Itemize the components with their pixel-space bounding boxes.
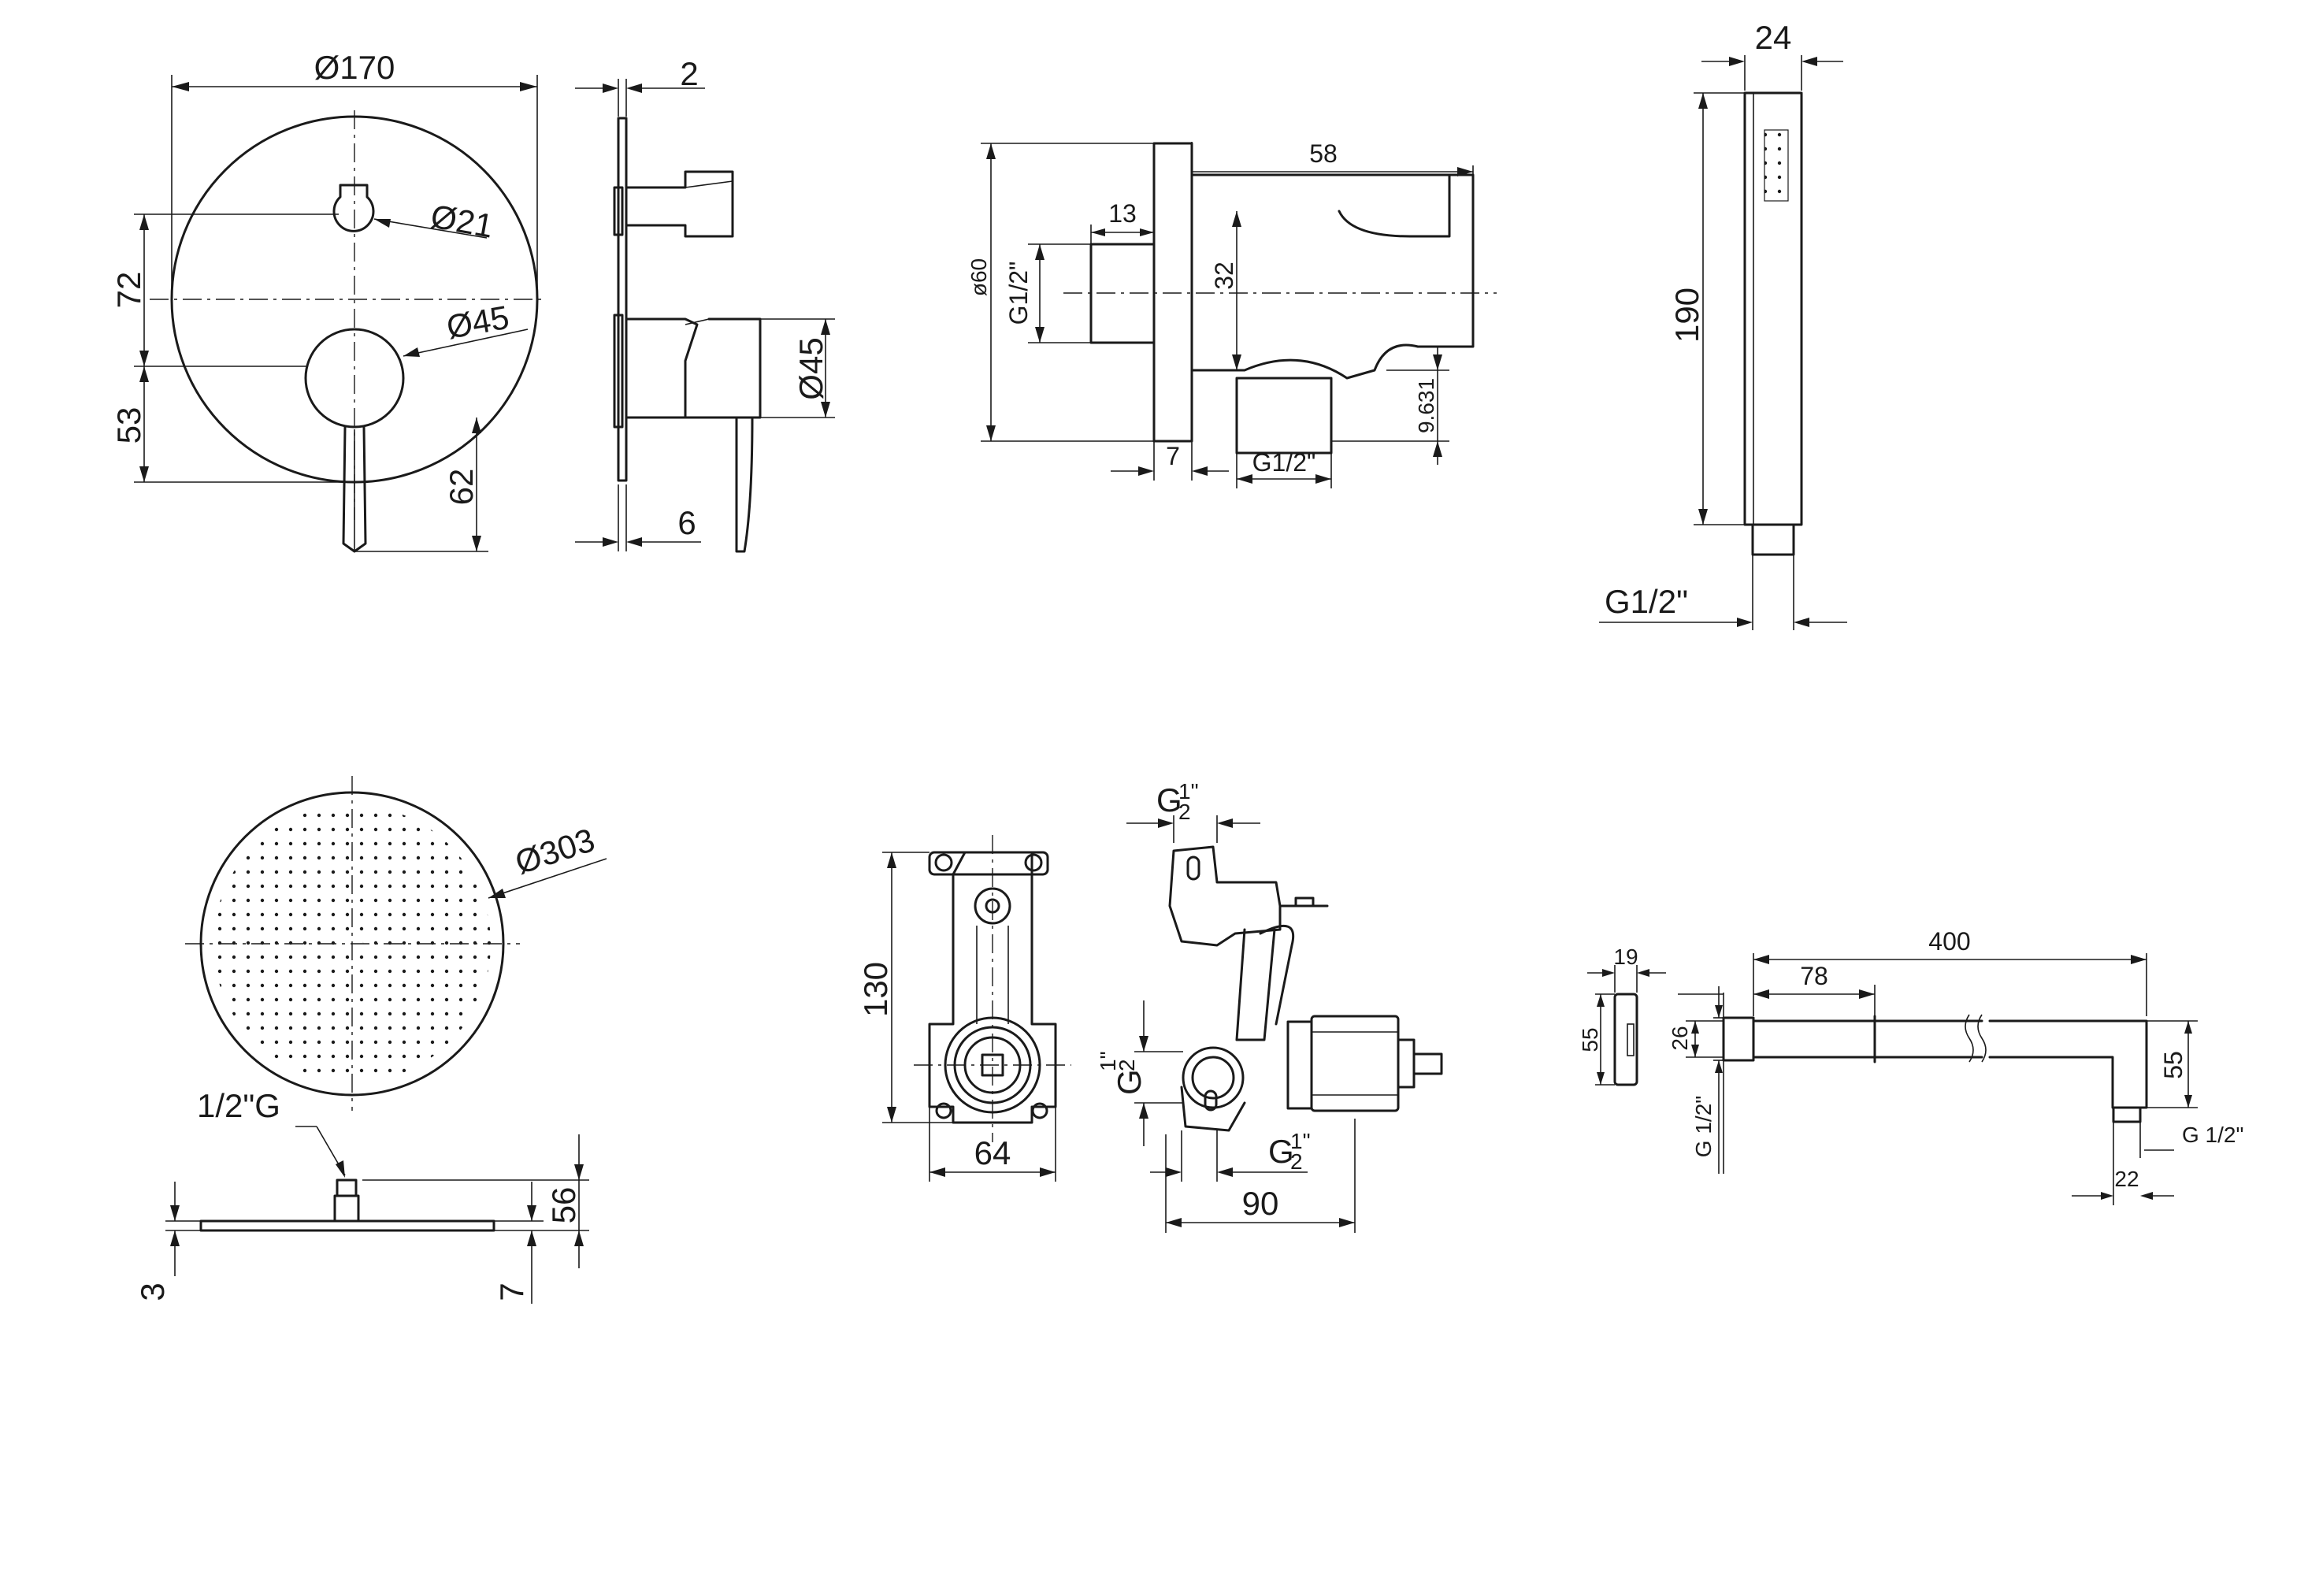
- dim-19: 19: [1613, 945, 1638, 969]
- dim-53: 53: [110, 407, 147, 444]
- diverter-keyhole: [332, 184, 375, 232]
- side-faceplate: [617, 117, 628, 482]
- holder-outlet-thread: [1235, 377, 1333, 455]
- dim-400: 400: [1928, 927, 1970, 956]
- svg-text:2: 2: [1115, 1059, 1139, 1071]
- dim-7-head: 7: [493, 1282, 530, 1301]
- hand-shower-spray-face: [1764, 129, 1789, 202]
- dim-dia-21: Ø21: [428, 198, 495, 245]
- arm-outlet: [2112, 1106, 2142, 1123]
- dim-dia-45-front: Ø45: [443, 299, 511, 346]
- side-knob: [625, 317, 699, 419]
- mixer-front-view: Ø170 72 53 Ø21 Ø45 62: [110, 49, 544, 553]
- dim-55-right: 55: [2159, 1051, 2187, 1079]
- dim-78: 78: [1800, 962, 1828, 990]
- dim-190: 190: [1668, 288, 1705, 343]
- holder-cradle-top: [1338, 173, 1451, 238]
- dim-9631: 9.631: [1414, 378, 1438, 433]
- shower-head-view: Ø303 1/2"G 56 3 7: [134, 776, 607, 1304]
- dim-dia-45-side: Ø45: [792, 337, 829, 399]
- body-g-bottom: G: [1268, 1133, 1294, 1170]
- side-cartridge: [1310, 1015, 1400, 1112]
- arm-inlet: [1722, 1016, 1755, 1062]
- side-top-outlet: [1168, 845, 1282, 947]
- head-thread-label: 1/2"G: [197, 1087, 280, 1124]
- svg-text:1": 1": [1096, 1051, 1120, 1071]
- side-lever: [735, 416, 754, 553]
- svg-text:1": 1": [1178, 779, 1199, 804]
- shower-head-plate: [199, 1219, 495, 1232]
- dim-22: 22: [2114, 1167, 2139, 1191]
- dim-62: 62: [443, 469, 480, 506]
- hand-shower-thread: G1/2": [1605, 583, 1688, 620]
- svg-text:1": 1": [1290, 1129, 1311, 1153]
- arm-elbow: [1988, 1019, 2148, 1109]
- dim-64: 64: [974, 1134, 1011, 1171]
- svg-text:2: 2: [1178, 800, 1191, 824]
- side-riser: [1235, 928, 1276, 1041]
- holder-body: [1190, 173, 1475, 380]
- arm-wall-flange: [1613, 993, 1638, 1086]
- dim-6: 6: [677, 504, 696, 541]
- dim-3: 3: [134, 1282, 171, 1301]
- dim-dia-60: ø60: [967, 258, 991, 296]
- holder-thread-top: G1/2": [1004, 262, 1033, 325]
- shower-head-neck: [333, 1194, 360, 1223]
- dim-13: 13: [1108, 199, 1137, 228]
- dim-55-left: 55: [1578, 1027, 1602, 1052]
- shower-head-thread: [336, 1178, 358, 1197]
- dim-24: 24: [1755, 19, 1792, 56]
- holder-thread-bottom: G1/2": [1252, 448, 1316, 477]
- dim-dia-303: Ø303: [510, 821, 599, 881]
- dim-dia-170: Ø170: [314, 49, 395, 86]
- side-diverter: [625, 170, 734, 238]
- arm-thread-right: G 1/2": [2182, 1123, 2243, 1147]
- dim-32: 32: [1210, 262, 1238, 290]
- arm-thread-left: G 1/2": [1691, 1096, 1716, 1157]
- svg-text:2: 2: [1290, 1149, 1303, 1174]
- side-spindle: [1412, 1052, 1443, 1075]
- body-top-port: [974, 887, 1011, 925]
- dim-2: 2: [680, 55, 698, 92]
- dim-90: 90: [1242, 1185, 1279, 1222]
- dim-58: 58: [1309, 139, 1338, 168]
- body-frame: [928, 851, 1057, 1124]
- holder-wall-plate: [1152, 142, 1193, 443]
- dim-72: 72: [110, 272, 147, 309]
- body-g-side: G: [1111, 1069, 1148, 1095]
- body-g-top: G: [1156, 781, 1182, 818]
- hand-shower-view: 24 190 G1/2": [1599, 19, 1847, 630]
- side-knob-body: [684, 317, 762, 419]
- side-inlet-port: [1182, 1046, 1245, 1109]
- valve-body-side: G 1" 2 G 1" 2 G 1" 2 90: [1096, 779, 1443, 1233]
- mixer-knob: [304, 328, 405, 429]
- dim-56: 56: [545, 1187, 582, 1224]
- shower-arm-view: 19 55 26 G 1/2" 400: [1578, 927, 2243, 1205]
- valve-body-front: 130 64: [857, 835, 1071, 1182]
- dim-26: 26: [1668, 1026, 1692, 1050]
- wall-holder-view: 58 13 ø60 G1/2" 32 9.631: [967, 139, 1497, 488]
- dim-130: 130: [857, 962, 894, 1017]
- hand-shower-connector: [1751, 523, 1795, 556]
- mixer-side-view: 2 Ø45 6: [575, 55, 835, 553]
- dim-7-holder: 7: [1166, 442, 1180, 470]
